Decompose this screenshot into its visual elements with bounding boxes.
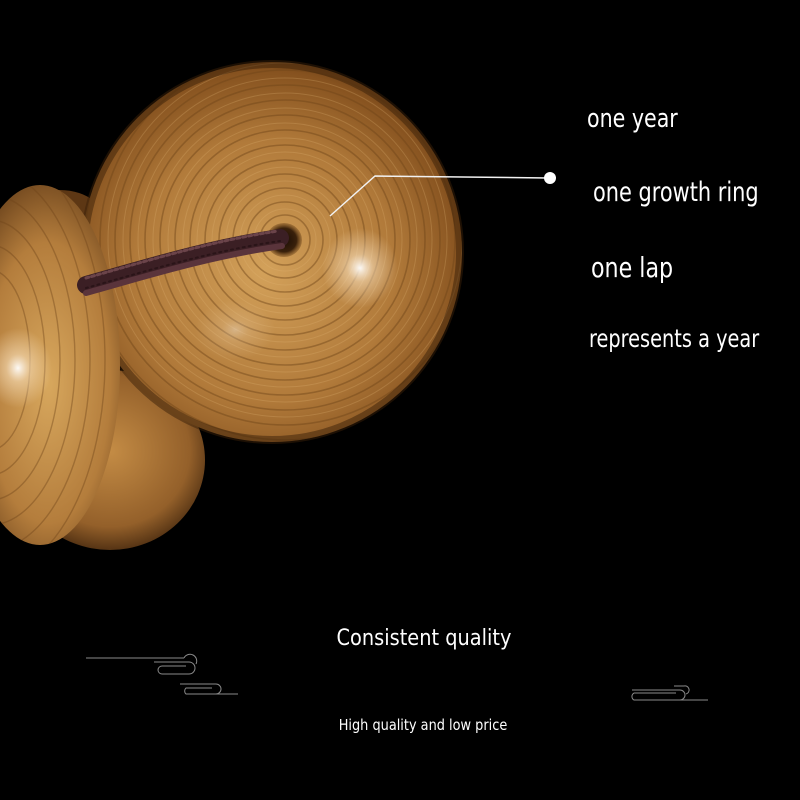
- callout-line-4: represents a year: [589, 324, 760, 353]
- bottom-subtitle: High quality and low price: [338, 716, 508, 734]
- callout-line-2: one growth ring: [593, 177, 759, 208]
- callout-line-1: one year: [587, 104, 678, 134]
- callout-line-3: one lap: [591, 251, 674, 284]
- bottom-title: Consistent quality: [336, 626, 512, 651]
- bead-cord: [77, 229, 289, 296]
- main-bead: [80, 60, 464, 444]
